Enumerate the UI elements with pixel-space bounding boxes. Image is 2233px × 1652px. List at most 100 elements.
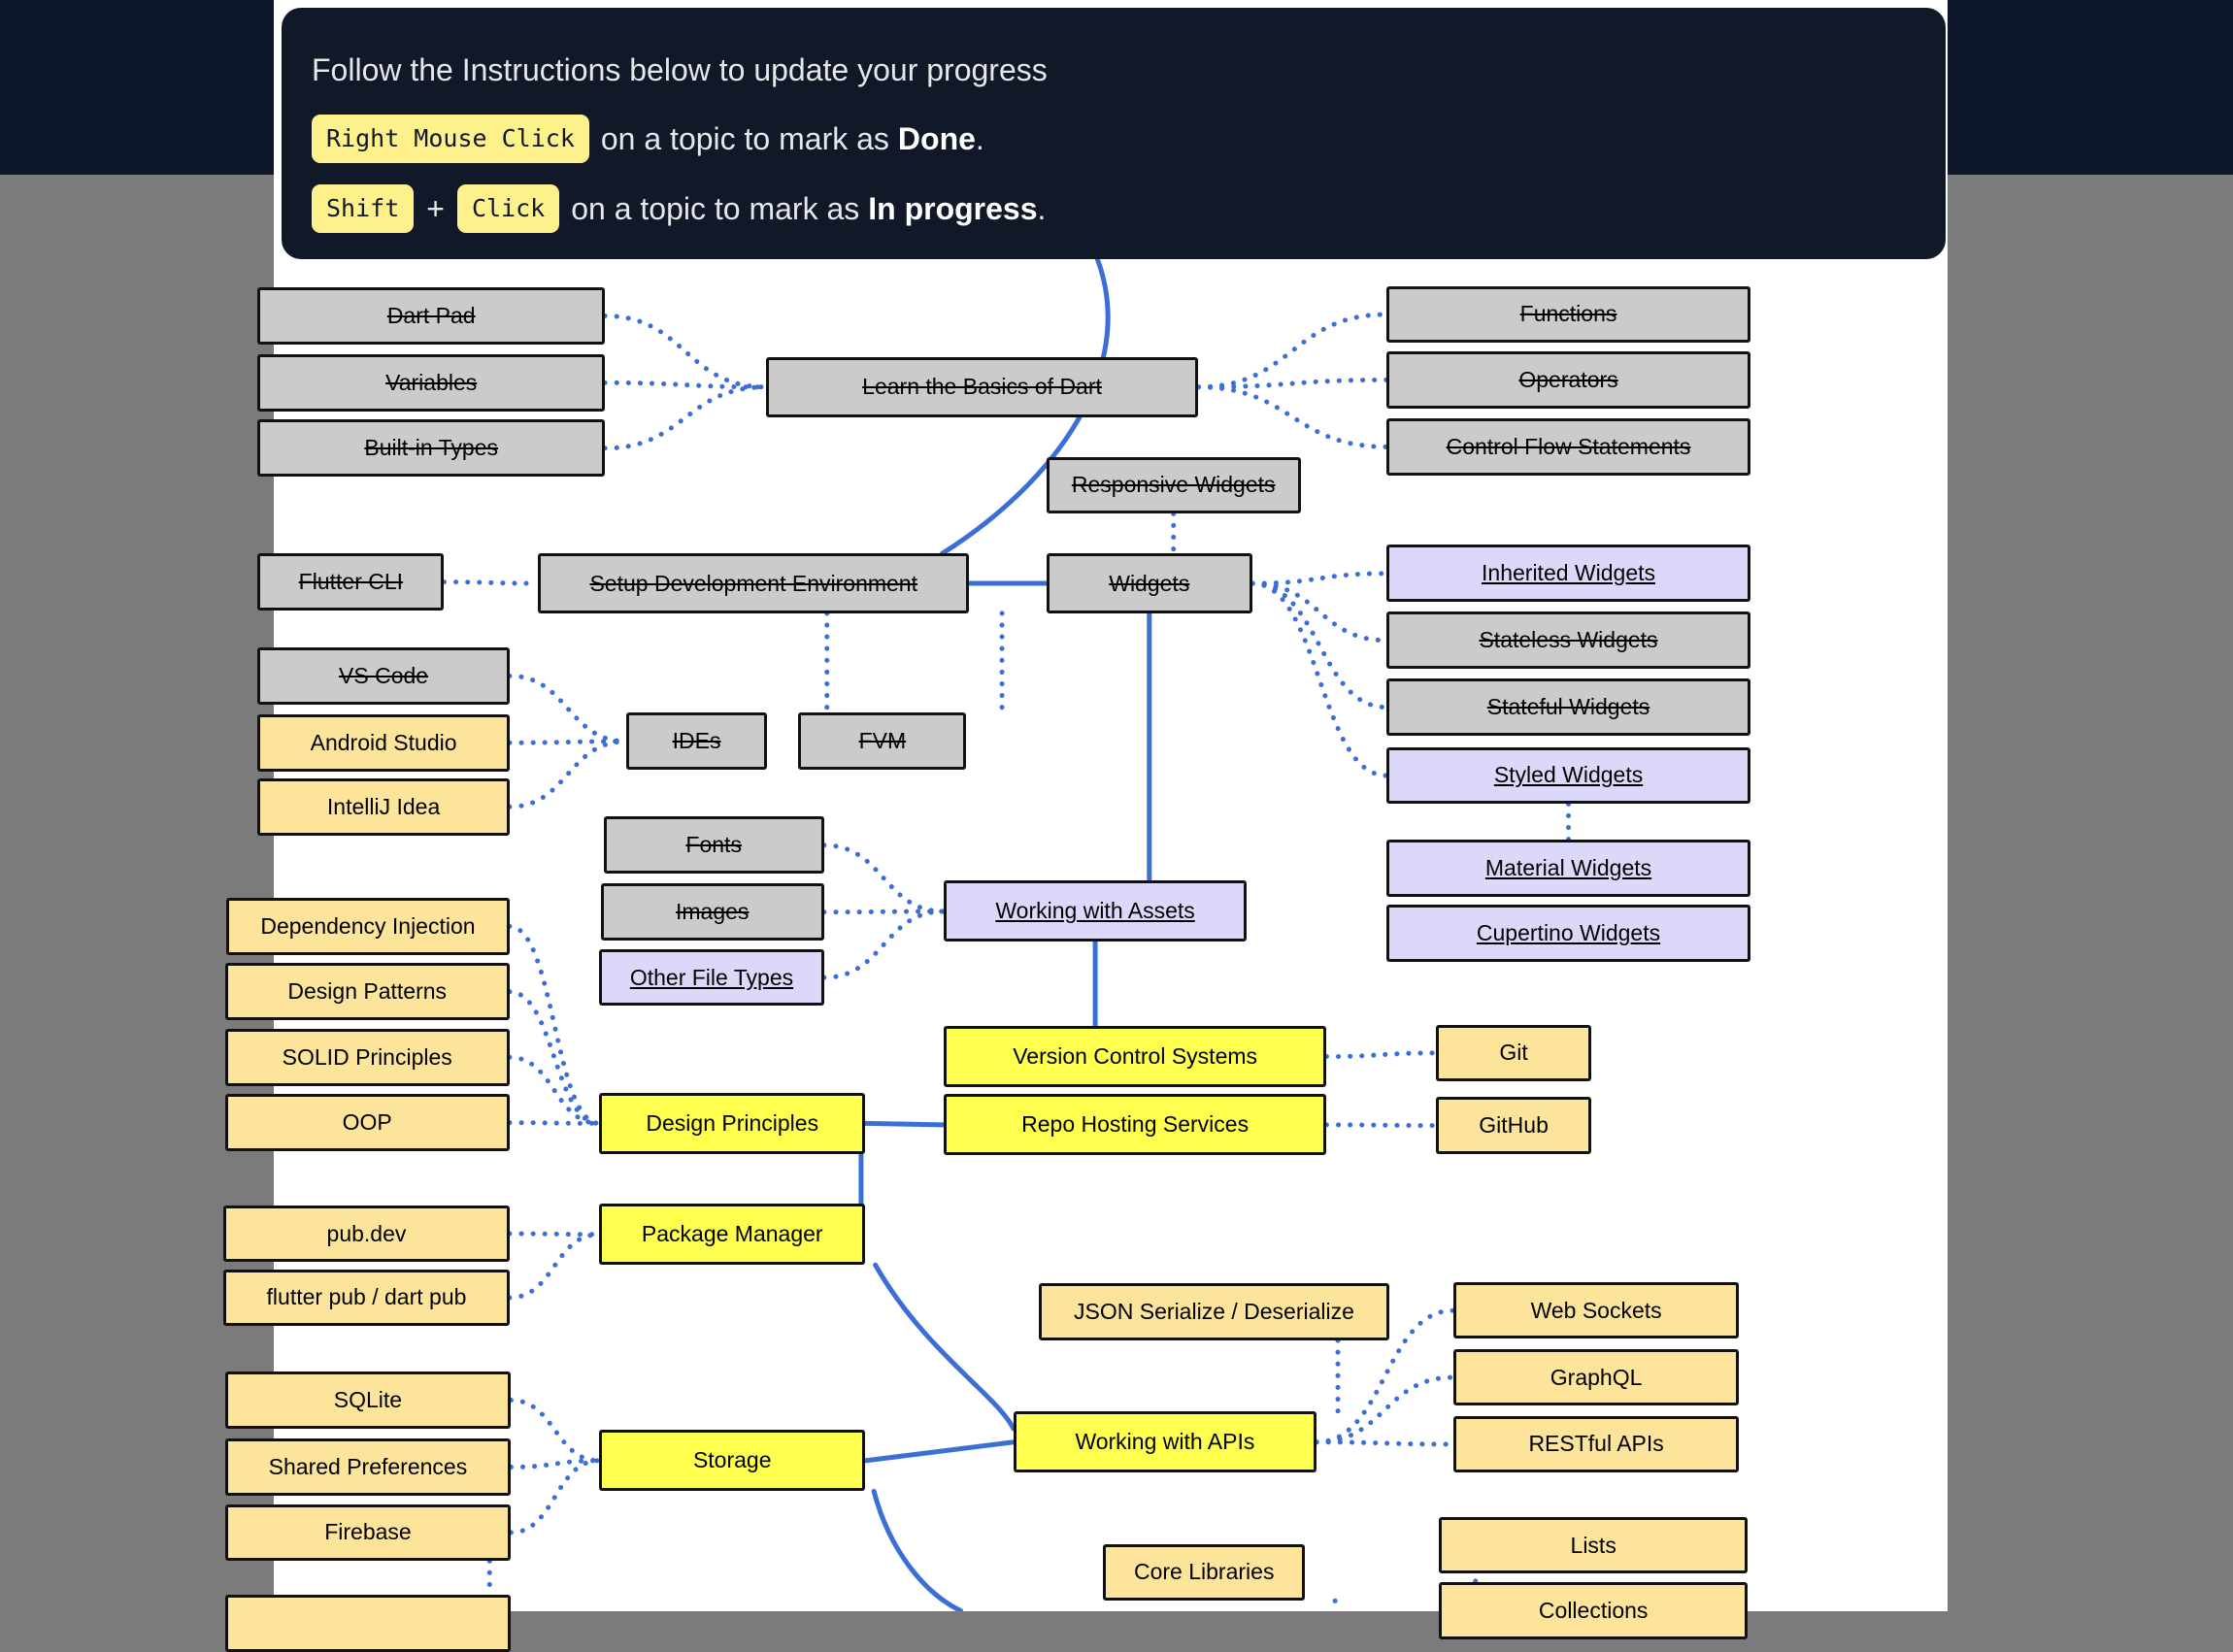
topic-vs-code[interactable]: VS Code (257, 647, 510, 705)
topic-label: Variables (385, 369, 478, 395)
dotted-connector-30 (821, 909, 947, 980)
topic-package-manager[interactable]: Package Manager (599, 1204, 866, 1266)
topic-storage[interactable]: Storage (599, 1430, 866, 1492)
topic-label: Functions (1519, 301, 1617, 327)
dotted-connector-23 (1250, 571, 1389, 586)
dotted-connector-40 (1314, 1307, 1456, 1445)
topic-flutter-pub-dart-pub[interactable]: flutter pub / dart pub (223, 1269, 510, 1327)
topic-label: SOLID Principles (282, 1043, 452, 1070)
topic-label: Version Control Systems (1013, 1043, 1258, 1069)
topic-label: Inherited Widgets (1482, 560, 1655, 586)
topic-stateless-widgets[interactable]: Stateless Widgets (1385, 611, 1751, 669)
topic-responsive-widgets[interactable]: Responsive Widgets (1046, 456, 1301, 514)
topic-sqlite[interactable]: SQLite (224, 1371, 512, 1429)
topic-variables[interactable]: Variables (257, 354, 606, 412)
dotted-connector-14 (1195, 377, 1389, 390)
topic-stateful-widgets[interactable]: Stateful Widgets (1385, 678, 1751, 736)
topic-firebase[interactable]: Firebase (224, 1503, 512, 1562)
dotted-connector-20 (507, 739, 629, 745)
topic-git[interactable]: Git (1436, 1024, 1591, 1082)
topic-label: flutter pub / dart pub (266, 1284, 467, 1310)
topic-label: Stateless Widgets (1479, 627, 1658, 653)
topic-other-file-types[interactable]: Other File Types (599, 948, 824, 1007)
topic-android-studio[interactable]: Android Studio (257, 713, 510, 772)
topic-lists[interactable]: Lists (1439, 1516, 1749, 1574)
topic-label: Android Studio (310, 729, 457, 755)
dotted-connector-29 (821, 909, 947, 915)
topic-material-widgets[interactable]: Material Widgets (1385, 839, 1751, 897)
topic-shared-preferences[interactable]: Shared Preferences (224, 1438, 512, 1496)
topic-built-in-types[interactable]: Built-in Types (257, 419, 606, 478)
dotted-connector-21 (507, 739, 629, 809)
topic-operators[interactable]: Operators (1385, 351, 1751, 409)
instruction-in-progress: Shift + Click on a topic to mark as In p… (312, 184, 1046, 233)
topic-cupertino-widgets[interactable]: Cupertino Widgets (1385, 905, 1751, 962)
dotted-connector-36 (1323, 1122, 1439, 1129)
main-connector-1 (939, 256, 1111, 556)
topic-repo-hosting-services[interactable]: Repo Hosting Services (943, 1094, 1327, 1156)
topic-label: Working with Assets (995, 898, 1195, 924)
topic-dart-pad[interactable]: Dart Pad (257, 287, 606, 345)
instruction-progress-period: . (1037, 190, 1047, 226)
topic-github[interactable]: GitHub (1436, 1097, 1591, 1154)
dotted-connector-34 (507, 1120, 602, 1126)
topic-learn-the-basics-of-dart[interactable]: Learn the Basics of Dart (765, 356, 1199, 417)
right-click-key: Right Mouse Click (312, 115, 589, 163)
topic-intellij-idea[interactable]: IntelliJ Idea (257, 777, 510, 836)
topic-solid-principles[interactable]: SOLID Principles (224, 1028, 510, 1086)
topic-oop[interactable]: OOP (224, 1094, 510, 1151)
topic-setup-development-environment[interactable]: Setup Development Environment (538, 553, 970, 613)
topic-web-sockets[interactable]: Web Sockets (1452, 1281, 1740, 1339)
dotted-connector-16 (441, 579, 541, 586)
topic-control-flow-statements[interactable]: Control Flow Statements (1385, 418, 1751, 476)
main-connector-8 (862, 1439, 1017, 1464)
topic-label: Learn the Basics of Dart (862, 374, 1102, 400)
topic-pub-dev[interactable]: pub.dev (223, 1205, 510, 1263)
topic-graphql[interactable]: GraphQL (1452, 1348, 1740, 1406)
topic-styled-widgets[interactable]: Styled Widgets (1385, 746, 1751, 805)
topic-label: Other File Types (629, 964, 794, 990)
topic-json-serialize-deserialize[interactable]: JSON Serialize / Deserialize (1039, 1283, 1389, 1340)
topic-fvm[interactable]: FVM (798, 712, 967, 771)
topic-label: Images (676, 899, 750, 925)
in-progress-status-label: In progress (868, 190, 1038, 226)
topic-label: Flutter CLI (298, 569, 404, 595)
dotted-connector-26 (1250, 580, 1389, 778)
topic-flutter-cli[interactable]: Flutter CLI (257, 553, 445, 611)
dotted-connector-43 (508, 1398, 602, 1464)
topic-working-with-apis[interactable]: Working with APIs (1013, 1411, 1317, 1473)
main-connector-7 (873, 1262, 1017, 1432)
dotted-connector-25 (1250, 580, 1389, 710)
topic-working-with-assets[interactable]: Working with Assets (943, 880, 1248, 942)
topic-images[interactable]: Images (600, 883, 824, 941)
done-status-label: Done (897, 120, 976, 156)
topic-label: JSON Serialize / Deserialize (1074, 1299, 1354, 1325)
topic-label: Responsive Widgets (1071, 472, 1276, 498)
dotted-connector-35 (1323, 1050, 1439, 1060)
topic-version-control-systems[interactable]: Version Control Systems (943, 1025, 1327, 1088)
topic-label: Storage (692, 1447, 772, 1473)
dotted-connector-28 (821, 843, 947, 914)
topic-ides[interactable]: IDEs (626, 712, 768, 771)
dotted-connector-19 (507, 673, 629, 744)
dotted-connector-44 (508, 1458, 602, 1470)
topic-widgets[interactable]: Widgets (1046, 553, 1253, 613)
topic-label: Working with APIs (1075, 1429, 1255, 1455)
click-key: Click (456, 184, 560, 233)
topic-design-principles[interactable]: Design Principles (599, 1092, 866, 1154)
dotted-connector-42 (1314, 1439, 1456, 1447)
topic-label: Repo Hosting Services (1021, 1111, 1250, 1138)
topic-restful-apis[interactable]: RESTful APIs (1452, 1415, 1740, 1473)
plus-sign: + (426, 190, 445, 226)
topic-fonts[interactable]: Fonts (603, 816, 824, 875)
topic-partial-n51[interactable] (224, 1595, 512, 1652)
main-connector-9 (871, 1488, 964, 1611)
topic-design-patterns[interactable]: Design Patterns (224, 963, 510, 1021)
topic-inherited-widgets[interactable]: Inherited Widgets (1385, 545, 1751, 603)
topic-dependency-injection[interactable]: Dependency Injection (226, 898, 510, 955)
topic-core-libraries[interactable]: Core Libraries (1103, 1543, 1306, 1602)
instruction-done-period: . (975, 120, 984, 156)
topic-label: Web Sockets (1530, 1297, 1662, 1323)
topic-label: Shared Preferences (268, 1453, 468, 1479)
topic-functions[interactable]: Functions (1385, 285, 1751, 344)
